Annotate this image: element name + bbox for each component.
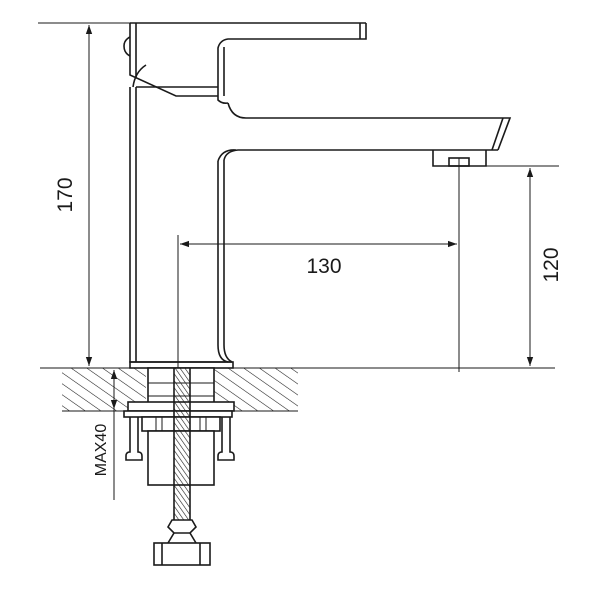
dimension-label-max40: MAX40 — [93, 424, 110, 477]
dimension-max-counter-thickness: MAX40 — [93, 370, 118, 500]
dimension-total-height: 170 — [38, 22, 130, 366]
dimension-label-120: 120 — [540, 247, 563, 282]
mounting-hardware — [123, 367, 235, 566]
dimension-label-130: 130 — [306, 255, 341, 278]
dimension-label-170: 170 — [54, 177, 77, 212]
dimension-spout-height: 120 — [486, 165, 563, 366]
dimension-spout-reach: 130 — [177, 158, 460, 372]
faucet-lever — [123, 22, 367, 104]
faucet-body — [129, 87, 512, 369]
countertop-section — [40, 367, 555, 412]
